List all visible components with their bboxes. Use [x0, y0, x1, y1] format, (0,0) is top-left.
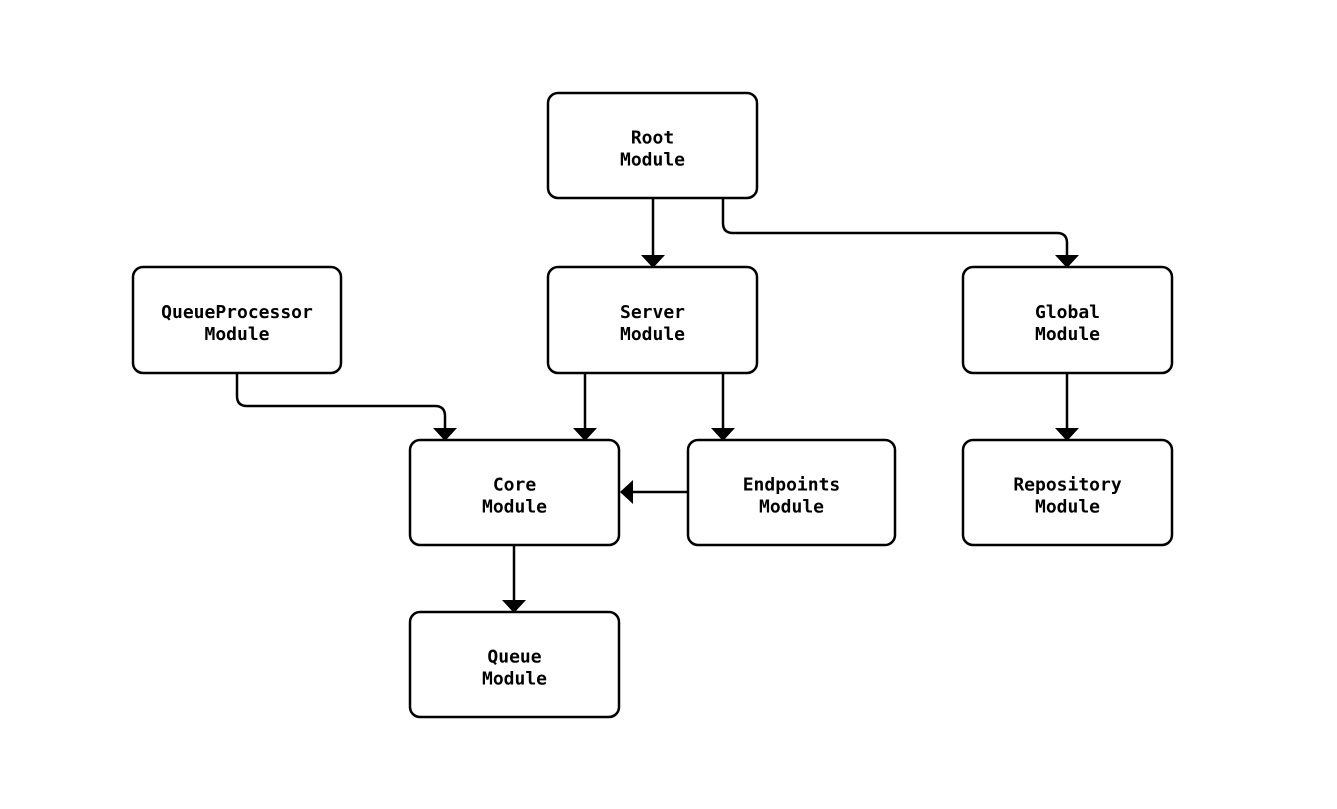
node-box — [961, 438, 1174, 547]
node-box — [546, 91, 759, 200]
node-box — [961, 265, 1174, 375]
node-box — [131, 265, 343, 375]
node-box — [408, 438, 621, 547]
edge-queueprocessor-to-core — [235, 373, 457, 441]
edge-root-to-global — [721, 198, 1079, 268]
node-box — [546, 265, 759, 375]
node-box — [686, 438, 897, 547]
node-box — [408, 610, 621, 719]
